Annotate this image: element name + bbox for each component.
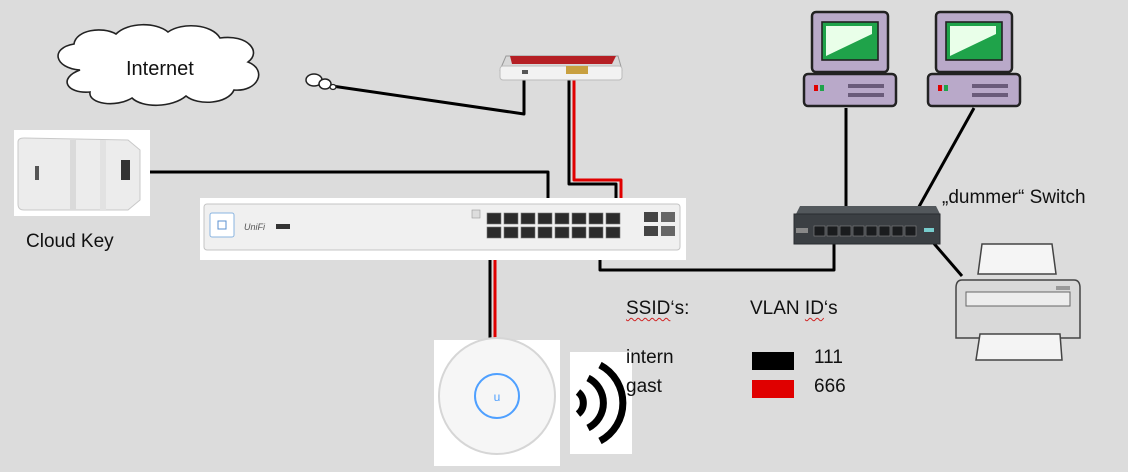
printer: [955, 243, 1081, 361]
ssid-header: SSID‘s:: [626, 298, 689, 320]
ssid-intern: intern: [626, 347, 674, 368]
svg-text:u: u: [494, 390, 501, 404]
unifi-logo: UniFi: [244, 222, 266, 232]
wireless-signal-icon: [570, 352, 632, 454]
switch-port: [605, 226, 621, 239]
vlan-header-base: VLAN: [750, 298, 805, 319]
switch-port: [554, 212, 570, 225]
vlan-header-id: ID: [804, 298, 824, 319]
dumb-switch-ports: [813, 225, 917, 237]
internet-cloud: [57, 23, 337, 107]
ssid-gast: gast: [626, 376, 662, 397]
switch-port: [520, 212, 536, 225]
dumb-switch-device: [793, 206, 941, 245]
switch-port: [554, 226, 570, 239]
dumb-switch-label: „dummer“ Switch: [942, 187, 1086, 208]
internet-label: Internet: [126, 58, 194, 80]
switch-port: [503, 212, 519, 225]
dumb-switch-port: [839, 225, 852, 237]
unifi-switch: UniFi: [200, 198, 686, 260]
vlan-id-gast: 666: [814, 376, 846, 397]
vlan-header-suffix: ‘s: [823, 298, 838, 319]
router: [499, 55, 623, 81]
switch-port: [537, 212, 553, 225]
switch-port: [520, 226, 536, 239]
pc-1: [802, 10, 898, 108]
cable-router-switch-red: [572, 78, 623, 213]
switch-port: [503, 226, 519, 239]
switch-port: [605, 212, 621, 225]
cloud-key-device: [14, 130, 150, 216]
dumb-switch-port: [826, 225, 839, 237]
switch-port: [486, 226, 502, 239]
cable-internet-router: [331, 72, 526, 116]
pc-2: [926, 10, 1022, 108]
dumb-switch-port: [878, 225, 891, 237]
vlan-id-intern: 111: [814, 347, 843, 368]
vlan-swatch-gast: [752, 380, 794, 398]
vlan-swatch-intern: [752, 352, 794, 370]
switch-port: [588, 226, 604, 239]
dumb-switch-port: [865, 225, 878, 237]
dumb-switch-port: [852, 225, 865, 237]
vlan-header: VLAN ID‘s: [750, 298, 838, 320]
switch-port: [571, 226, 587, 239]
dumb-switch-port: [891, 225, 904, 237]
cloud-key-label: Cloud Key: [26, 231, 114, 252]
switch-port: [537, 226, 553, 239]
ssid-header-base: SSID: [626, 298, 671, 319]
switch-port: [571, 212, 587, 225]
switch-port: [486, 212, 502, 225]
switch-ports: [486, 212, 621, 239]
access-point: u: [434, 337, 560, 466]
cable-router-switch-black: [567, 78, 618, 213]
ssid-header-suffix: ‘s:: [670, 298, 690, 319]
switch-port: [588, 212, 604, 225]
dumb-switch-port: [813, 225, 826, 237]
dumb-switch-port: [904, 225, 917, 237]
